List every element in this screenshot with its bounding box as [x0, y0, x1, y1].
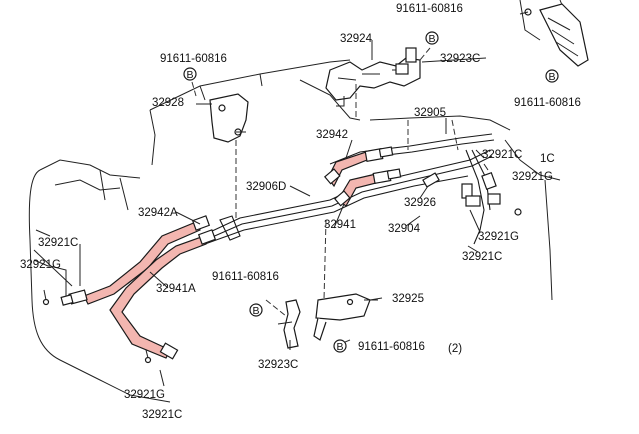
bolt-icon: B: [249, 303, 263, 317]
bolt-icon: B: [333, 339, 347, 353]
callout-32942: 32942: [316, 129, 348, 141]
callout-32942a: 32942A: [138, 207, 178, 219]
svg-text:B: B: [336, 341, 343, 353]
callout-91611-60816: 91611-60816: [358, 341, 425, 353]
callout-91611-60816: 91611-60816: [396, 3, 463, 15]
callout-1c: 1C: [540, 153, 555, 165]
callout-32923c: 32923C: [440, 53, 480, 65]
flexible-hoses: [83, 151, 381, 359]
svg-text:B: B: [428, 33, 435, 45]
bracket-32928: [209, 93, 249, 143]
callout-32921g: 32921G: [478, 231, 519, 243]
callout-32921g: 32921G: [20, 259, 61, 271]
bolt-icon: B: [425, 31, 439, 45]
top-right-bracket: [519, 3, 589, 67]
callout-32921c: 32921C: [38, 237, 78, 249]
callout-32941a: 32941A: [156, 283, 196, 295]
callout-32906d: 32906D: [246, 181, 286, 193]
leader-lines: [49, 40, 487, 387]
reference-lines: [191, 47, 459, 345]
bracket-32924: [325, 47, 421, 107]
hose-32942a-upper-left: [83, 221, 201, 305]
bolt-icon: B: [183, 67, 197, 81]
callout-32941: 32941: [324, 219, 356, 231]
part-labels: 91611-60816 32924 32923C 91611-60816 916…: [20, 3, 581, 421]
callout-91611-60816: 91611-60816: [212, 271, 279, 283]
bracket-32923c-bottom: [277, 299, 301, 349]
callout-32925: 32925: [392, 293, 424, 305]
bolt-icon: B: [545, 69, 559, 83]
svg-text:B: B: [548, 71, 555, 83]
right-side-fittings: [422, 163, 522, 216]
callout-91611-60816: 91611-60816: [160, 53, 227, 65]
svg-text:B: B: [252, 305, 259, 317]
callout-32921c: 32921C: [462, 251, 502, 263]
bolt-symbols: B B B B B: [183, 31, 559, 353]
bracket-32925: [313, 293, 378, 341]
callout-32924: 32924: [340, 33, 373, 45]
callout-32928: 32928: [152, 97, 184, 109]
hose-fittings: [60, 146, 402, 360]
callout-32921c: 32921C: [142, 409, 182, 421]
svg-text:B: B: [186, 69, 193, 81]
callout-32921g: 32921G: [512, 171, 553, 183]
callout-32923c: 32923C: [258, 359, 298, 371]
callout-32905: 32905: [414, 107, 446, 119]
callout-32926: 32926: [404, 197, 436, 209]
vehicle-frame-outline: [28, 0, 581, 403]
callout-91611-60816: 91611-60816: [514, 97, 581, 109]
callout-32921c: 32921C: [482, 149, 522, 161]
callout-32921g: 32921G: [124, 389, 165, 401]
callout-32904: 32904: [388, 223, 421, 235]
callout-2: (2): [448, 343, 462, 355]
